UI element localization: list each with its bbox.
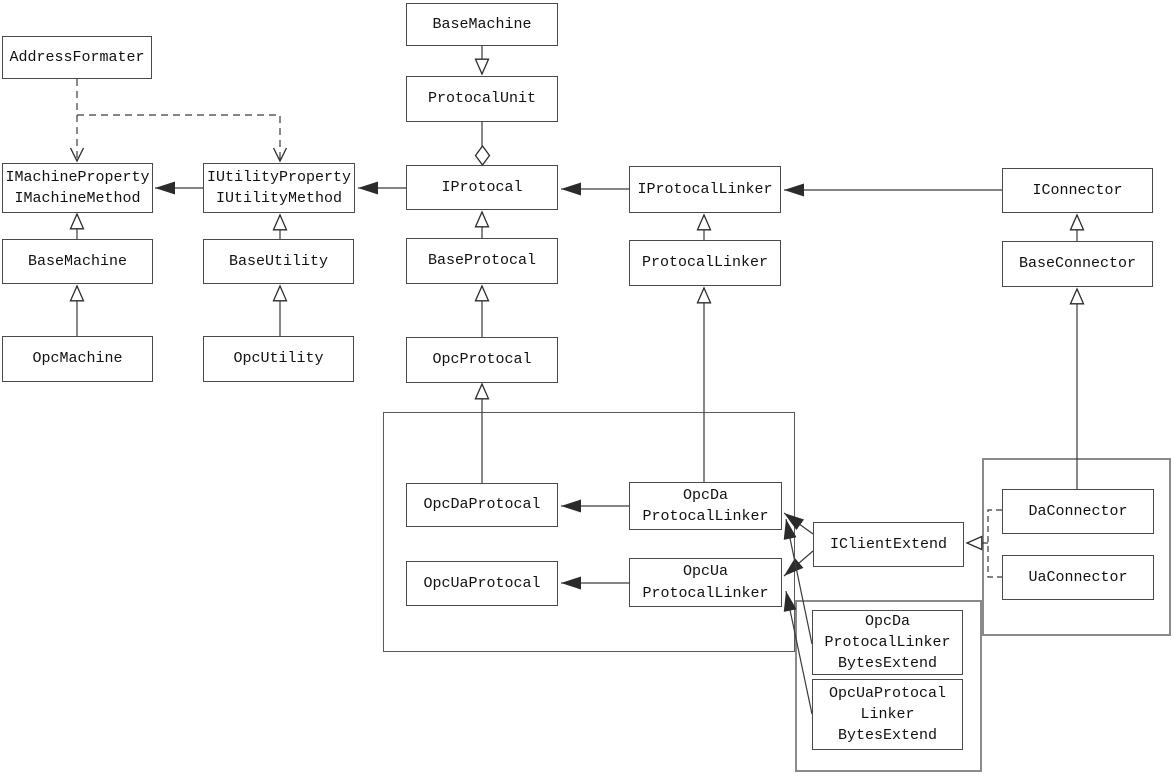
- class-label: ProtocalLinker: [642, 508, 769, 525]
- class-box-opcdaprotocal: OpcDaProtocal: [406, 483, 558, 527]
- class-label: BytesExtend: [837, 655, 938, 673]
- class-box-opcmachine: OpcMachine: [2, 336, 153, 382]
- class-box-opcutility: OpcUtility: [203, 336, 354, 382]
- class-box-uaconnector: UaConnector: [1002, 555, 1154, 600]
- class-label: AddressFormater: [9, 48, 145, 66]
- class-label: UaConnector: [1028, 568, 1128, 586]
- class-box-iprotocallinker: IProtocalLinker: [629, 166, 781, 213]
- class-label: Linker: [860, 705, 915, 723]
- class-box-iconnector: IConnector: [1002, 168, 1153, 213]
- class-label: IConnector: [1032, 181, 1123, 199]
- class-box-opcprotocal: OpcProtocal: [406, 337, 558, 383]
- class-box-baseprotocal: BaseProtocal: [406, 238, 558, 284]
- class-box-opcuaprotocallinker: OpcUa ProtocalLinker: [629, 558, 782, 607]
- edge-addressformater-iutility: [77, 114, 288, 163]
- class-label: DaConnector: [1028, 502, 1128, 520]
- class-label: OpcUaProtocal: [828, 684, 947, 702]
- class-box-opcdaprotocallinker: OpcDa ProtocalLinker: [629, 482, 782, 530]
- class-box-opcuaprotocal: OpcUaProtocal: [406, 561, 558, 606]
- class-label: ProtocalLinker: [641, 254, 769, 272]
- aggregation-edge: [474, 122, 491, 167]
- dependency-edges: [69, 79, 288, 163]
- class-label: IMachineProperty: [5, 168, 150, 186]
- class-label: IProtocal: [441, 178, 523, 196]
- class-label: ProtocalLinker: [642, 584, 769, 602]
- class-label: IUtilityMethod: [215, 190, 343, 207]
- class-label: OpcDa: [864, 612, 910, 630]
- class-box-opcuaprotocallinker-bytesextend: OpcUaProtocal Linker BytesExtend: [812, 679, 963, 750]
- class-box-iprotocal: IProtocal: [406, 165, 558, 210]
- class-label: BytesExtend: [837, 727, 938, 745]
- class-box-iclientextend: IClientExtend: [813, 522, 964, 567]
- class-label: BaseMachine: [27, 252, 128, 270]
- class-label: BaseProtocal: [427, 252, 537, 270]
- class-box-basemachine-top: BaseMachine: [406, 3, 558, 46]
- class-label: IClientExtend: [829, 535, 948, 553]
- class-box-baseutility: BaseUtility: [203, 239, 354, 284]
- class-box-imachineproperty-imachinemethod: IMachineProperty IMachineMethod: [2, 163, 153, 213]
- aggregation-diamond: [474, 144, 491, 167]
- class-label: OpcProtocal: [432, 351, 532, 369]
- class-label: BaseUtility: [228, 252, 329, 270]
- class-box-addressformater: AddressFormater: [2, 36, 152, 79]
- class-box-daconnector: DaConnector: [1002, 489, 1154, 534]
- container-opc-protocol-group: [383, 412, 795, 652]
- class-label: IUtilityProperty: [206, 168, 352, 186]
- class-label: OpcUaProtocal: [423, 574, 541, 592]
- class-label: OpcDa: [682, 486, 728, 504]
- class-box-opcdaprotocallinker-bytesextend: OpcDa ProtocalLinker BytesExtend: [812, 610, 963, 675]
- class-label: OpcUa: [682, 563, 728, 581]
- container-connector-group: [982, 458, 1171, 636]
- class-label: ProtocalLinker: [824, 633, 951, 651]
- class-box-protocallinker: ProtocalLinker: [629, 240, 781, 286]
- class-label: IProtocalLinker: [637, 180, 773, 198]
- class-label: OpcMachine: [32, 350, 123, 368]
- class-box-protocalunit: ProtocalUnit: [406, 76, 558, 122]
- class-label: OpcUtility: [233, 350, 324, 368]
- class-label: IMachineMethod: [14, 190, 141, 207]
- class-label: BaseConnector: [1018, 255, 1137, 273]
- class-label: OpcDaProtocal: [423, 496, 541, 514]
- class-label: ProtocalUnit: [427, 90, 537, 108]
- class-box-basemachine-left: BaseMachine: [2, 239, 153, 284]
- class-box-baseconnector: BaseConnector: [1002, 241, 1153, 287]
- class-label: BaseMachine: [432, 15, 532, 33]
- class-box-iutilityproperty-iutilitymethod: IUtilityProperty IUtilityMethod: [203, 163, 355, 213]
